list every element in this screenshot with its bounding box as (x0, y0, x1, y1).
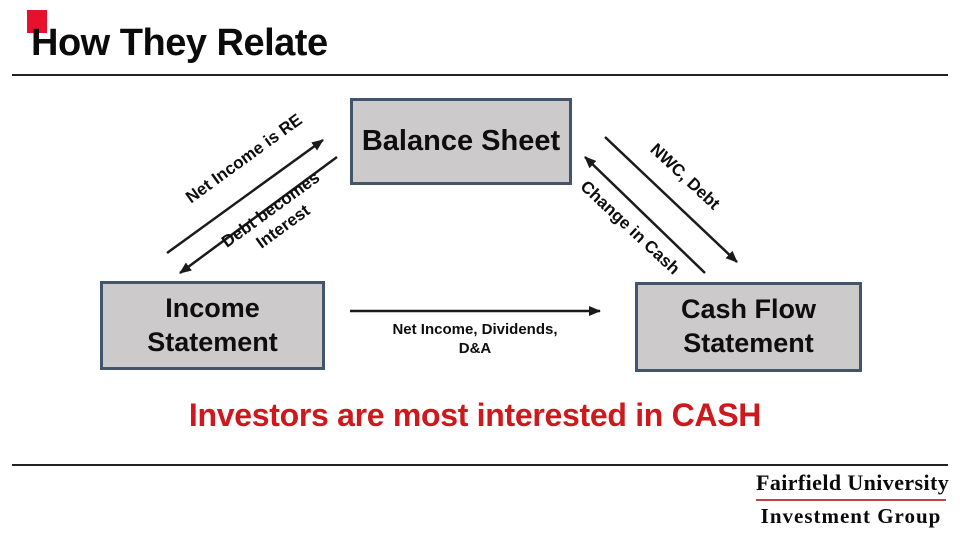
cash-flow-statement-label: Cash Flow Statement (680, 294, 816, 358)
nwc-debt-arrow (604, 136, 738, 263)
fairfield-investment-group-logo: Fairfield University Investment Group (756, 470, 949, 529)
debt-becomes-interest-arrow (179, 155, 338, 275)
callout-text: Investors are most interested in CASH (188, 397, 762, 433)
balance-sheet-box: Balance Sheet (350, 98, 572, 185)
income-statement-label: Income Statement (147, 292, 278, 357)
cash-flow-statement-box: Cash Flow Statement (635, 282, 862, 372)
balance-sheet-label: Balance Sheet (361, 125, 561, 157)
net-income-re-arrow (166, 138, 324, 255)
logo-group-name: Investment Group (760, 504, 942, 528)
page-title: How They Relate (31, 22, 328, 64)
income-statement-box: Income Statement (100, 281, 325, 370)
logo-university-name: Fairfield University (756, 470, 949, 501)
change-in-cash-arrow (584, 156, 706, 274)
footer-rule (12, 464, 948, 466)
net-income-dividends-arrow-label: Net Income, Dividends, D&A (392, 321, 558, 357)
red-accent-square (27, 10, 47, 33)
title-underline (12, 74, 948, 76)
